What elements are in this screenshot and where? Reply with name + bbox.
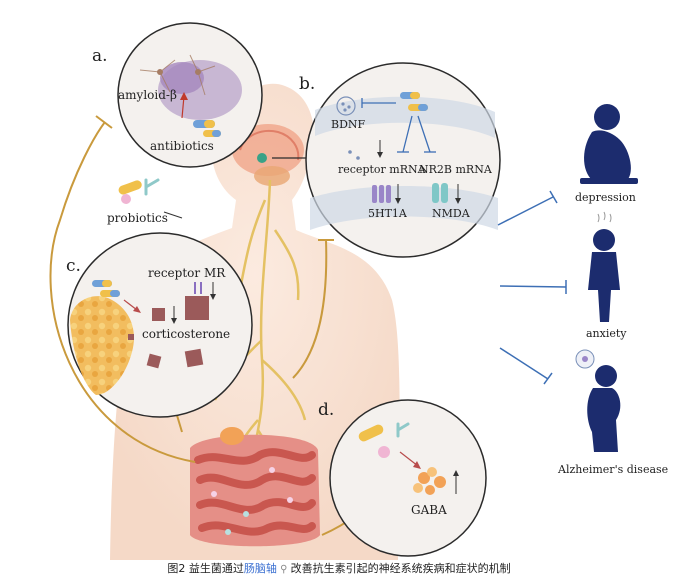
- anxiety-label: anxiety: [586, 327, 627, 340]
- caption-prefix: 图2 益生菌通过: [167, 562, 244, 575]
- depression-label: depression: [575, 191, 636, 204]
- figure-caption: 图2 益生菌通过肠脑轴 ⚲ 改善抗生素引起的神经系统疾病和症状的机制: [0, 560, 678, 576]
- anxiety-figure-icon: [588, 211, 620, 322]
- bdnf-label: BDNF: [331, 118, 366, 131]
- corticosterone-block: [152, 308, 165, 321]
- panel-c-letter: c.: [66, 256, 81, 276]
- alzheimers-label: Alzheimer's disease: [558, 463, 669, 476]
- alzheimers-figure-icon: [575, 349, 621, 452]
- 5ht1a-label: 5HT1A: [368, 207, 407, 220]
- panel-a-letter: a.: [92, 46, 108, 66]
- nmda-receptor-icon: [432, 183, 448, 203]
- nmda-label: NMDA: [432, 207, 470, 220]
- inhibit-bar-a: [95, 115, 113, 129]
- antibiotic-capsule-icon: [193, 120, 221, 137]
- antibiotics-label: antibiotics: [150, 139, 214, 153]
- inhibition-lines: [497, 190, 567, 385]
- hippocampus-marker: [257, 153, 267, 163]
- amyloid-beta-label: amyloid-β: [118, 88, 177, 102]
- panel-b-letter: b.: [299, 74, 316, 94]
- intestines: [190, 427, 320, 547]
- caption-suffix: 改善抗生素引起的神经系统疾病和症状的机制: [290, 562, 511, 575]
- search-icon[interactable]: ⚲: [276, 564, 291, 575]
- human-body-silhouette: [110, 83, 400, 560]
- gaba-cluster-icon: [413, 467, 446, 495]
- receptor-mr-label: receptor MR: [148, 266, 226, 280]
- antibiotic-capsule-icon: [400, 92, 428, 111]
- depression-figure-icon: [580, 104, 638, 184]
- caption-link-gut-brain-axis[interactable]: 肠脑轴: [243, 562, 277, 575]
- 5ht1a-receptor-icon: [372, 185, 391, 203]
- panel-a-circle: [117, 22, 263, 168]
- probiotics-label: probiotics: [107, 211, 168, 225]
- gut-to-brain-arrow-b: [292, 239, 328, 379]
- panel-d-circle: [329, 399, 487, 557]
- antibiotic-capsule-icon: [92, 280, 120, 297]
- stomach-shape: [220, 427, 244, 445]
- panel-b-circle: [272, 62, 501, 258]
- receptor-mrna-label: receptor mRNA: [338, 163, 426, 176]
- receptor-mr-block: [185, 296, 209, 320]
- nr2b-mrna-label: NR2B mRNA: [419, 163, 492, 176]
- gaba-label: GABA: [411, 503, 447, 517]
- bdnf-vesicle-icon: [336, 96, 356, 116]
- adipose-tissue-shape: [70, 296, 134, 395]
- probiotic-bacteria-icon: [358, 424, 384, 442]
- panel-c-circle: [67, 232, 253, 418]
- panel-d-letter: d.: [318, 400, 335, 420]
- brain-illustration: [232, 124, 304, 186]
- gut-to-brain-arrow-a: [49, 121, 196, 463]
- corticosterone-label: corticosterone: [142, 327, 231, 341]
- probiotics-icon: [118, 178, 183, 219]
